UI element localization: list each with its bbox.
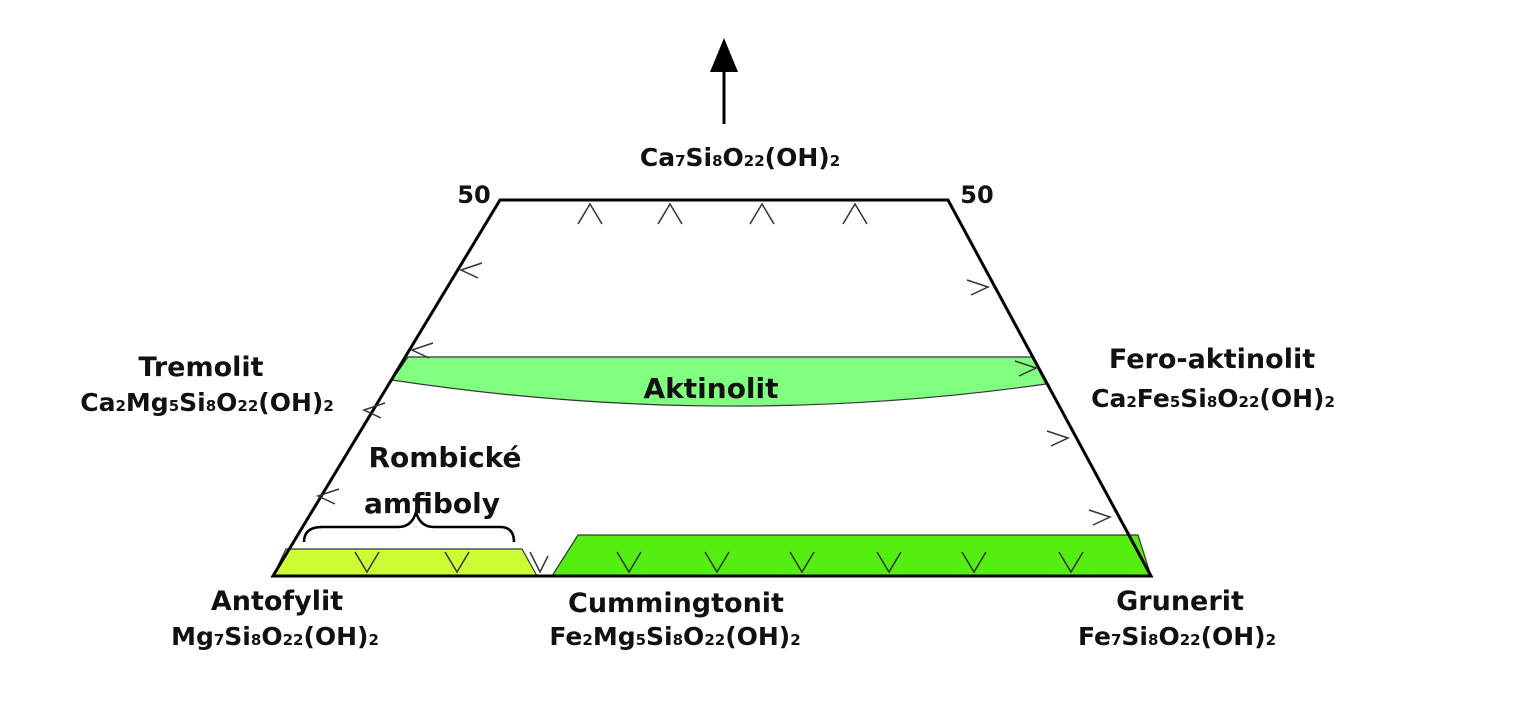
rombicke-label-line2: amfiboly <box>364 487 500 520</box>
rombicke-label-line1: Rombické <box>368 441 521 474</box>
fero-aktinolit-formula: Ca2Fe5Si8O22(OH)2 <box>1091 384 1335 413</box>
antofylit-zone <box>272 548 539 577</box>
trapezoid-outline <box>270 198 1154 578</box>
antofylit-name: Antofylit <box>211 586 343 617</box>
top-edge-ticks <box>577 202 868 225</box>
grunerit-name: Grunerit <box>1116 586 1244 617</box>
tremolit-formula: Ca2Mg5Si8O22(OH)2 <box>80 388 334 417</box>
grunerit-formula: Fe7Si8O22(OH)2 <box>1078 622 1276 651</box>
rombicke-brace <box>302 507 516 543</box>
aktinolit-zone <box>390 356 1047 407</box>
cummingtonit-name: Cummingtonit <box>568 588 784 619</box>
apex-formula: Ca7Si8O22(OH)2 <box>640 143 840 172</box>
cummingtonit-formula: Fe2Mg5Si8O22(OH)2 <box>549 622 800 651</box>
fero-aktinolit-name: Fero-aktinolit <box>1109 344 1315 375</box>
tremolit-name: Tremolit <box>138 352 263 383</box>
antofylit-formula: Mg7Si8O22(OH)2 <box>171 622 379 651</box>
scale-label-right: 50 <box>960 181 993 209</box>
bottom-edge-ticks <box>354 551 1084 574</box>
aktinolit-label: Aktinolit <box>643 372 778 405</box>
arrow-up-icon <box>710 38 738 124</box>
left-edge-ticks <box>315 262 483 505</box>
scale-label-left: 50 <box>457 181 490 209</box>
right-edge-ticks <box>966 279 1113 526</box>
